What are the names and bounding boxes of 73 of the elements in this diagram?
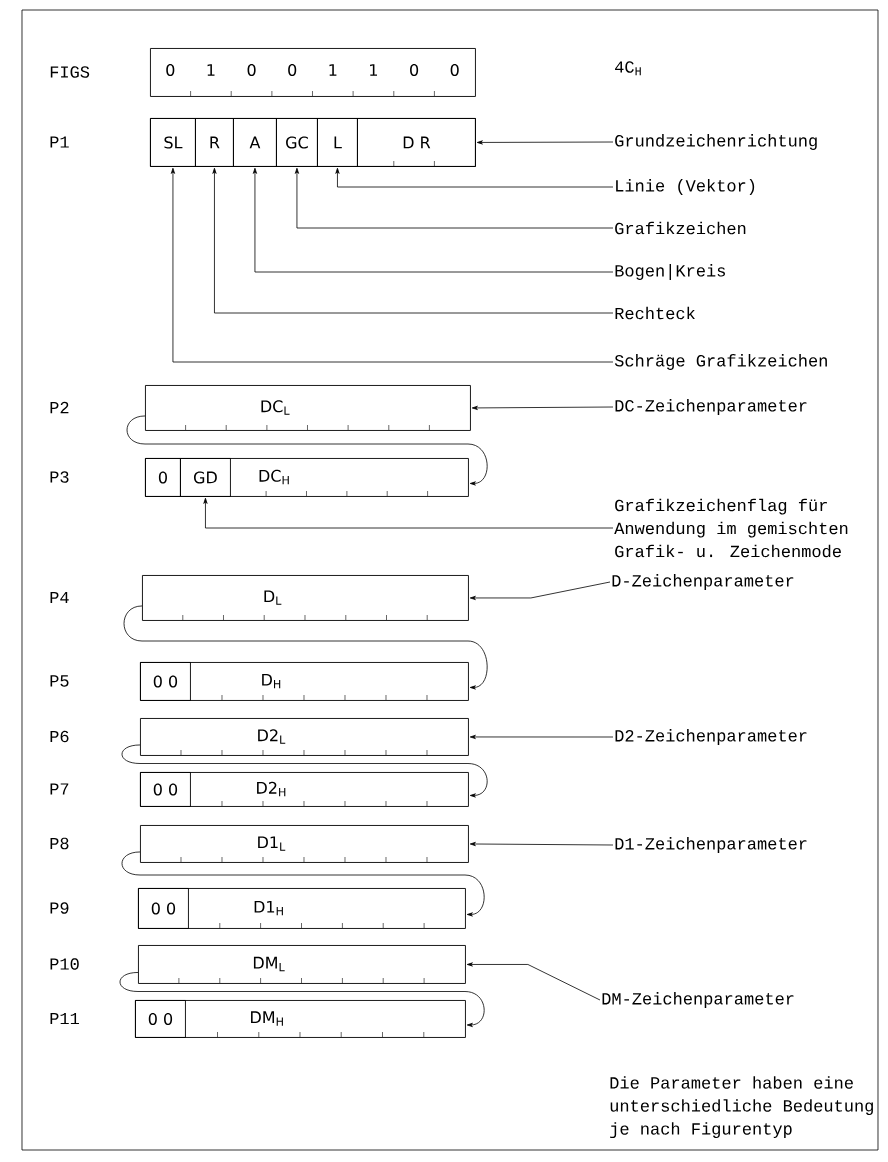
hex-value: 4C$_{H}$ bbox=[615, 61, 641, 76]
note-text: Die Parameter haben eine unterschiedliche Bedeutung je nach Figurentyp bbox=[610, 1076, 873, 1139]
field-label: D$_{H}$ bbox=[262, 673, 281, 689]
description-text: DM-Zeichenparameter bbox=[602, 992, 794, 1008]
description-text: Grafikzeichenflag für Anwendung im gemischten Grafik- u. Zeichenmode bbox=[614, 498, 848, 558]
field-label: D1$_{H}$ bbox=[254, 900, 283, 916]
description-text: Bogen|Kreis bbox=[615, 264, 725, 280]
field-cell: 0 0 bbox=[138, 888, 189, 929]
field-cell: GC bbox=[276, 118, 318, 167]
row-label: P9 bbox=[50, 902, 69, 914]
field-label: D2$_{H}$ bbox=[257, 781, 286, 797]
description-text: D1-Zeichenparameter bbox=[615, 837, 807, 853]
leader-arrow bbox=[471, 405, 614, 410]
field-label: D$_{L}$ bbox=[264, 590, 282, 605]
leader-arrow bbox=[335, 167, 614, 188]
field-cell: 0 bbox=[145, 458, 181, 497]
leader-arrow bbox=[476, 140, 614, 145]
bit-value: 1 bbox=[370, 64, 377, 76]
leader-arrow bbox=[469, 841, 614, 847]
field-cell: A bbox=[233, 118, 277, 167]
description-text: D2-Zeichenparameter bbox=[615, 729, 807, 745]
row-label: P2 bbox=[50, 401, 69, 414]
description-text: D-Zeichenparameter bbox=[612, 574, 794, 590]
field-label: DC$_{H}$ bbox=[259, 469, 289, 485]
bit-value: 0 bbox=[450, 63, 459, 77]
description-text: Grundzeichenrichtung bbox=[615, 134, 817, 150]
row-label: P11 bbox=[50, 1012, 79, 1025]
leader-arrow bbox=[212, 167, 614, 314]
field-label: DM$_{L}$ bbox=[253, 956, 285, 972]
leader-arrow bbox=[170, 167, 614, 363]
field-label: DM$_{H}$ bbox=[251, 1011, 283, 1026]
row-label: P3 bbox=[50, 471, 69, 483]
bit-value: 0 bbox=[288, 63, 297, 77]
continuation-arrow bbox=[126, 415, 488, 486]
leader-arrow bbox=[469, 581, 611, 600]
leader-arrow bbox=[466, 962, 601, 1001]
description-text: DC-Zeichenparameter bbox=[615, 399, 807, 415]
field-cell: R bbox=[195, 118, 234, 167]
row-label: P5 bbox=[50, 675, 69, 687]
continuation-arrow bbox=[121, 744, 488, 798]
bit-value: 0 bbox=[247, 63, 256, 77]
field-label: DC$_{L}$ bbox=[261, 400, 290, 415]
field-label: D2$_{L}$ bbox=[258, 729, 286, 744]
description-text: Rechteck bbox=[615, 306, 695, 320]
description-text: Linie (Vektor) bbox=[616, 179, 755, 195]
continuation-arrow bbox=[119, 972, 485, 1027]
leader-arrow bbox=[294, 167, 614, 229]
bit-value: 0 bbox=[166, 63, 175, 77]
bit-value: 1 bbox=[207, 64, 215, 76]
leader-arrow bbox=[252, 167, 614, 273]
field-cell: L bbox=[317, 118, 358, 167]
bit-value: 0 bbox=[410, 63, 419, 77]
row-label: P7 bbox=[50, 783, 69, 795]
field-cell: 0 0 bbox=[140, 772, 191, 807]
row-label: P4 bbox=[50, 591, 69, 604]
row-label: P1 bbox=[50, 136, 69, 148]
leader-arrow bbox=[203, 497, 614, 529]
field-cell: 0 0 bbox=[135, 1000, 186, 1038]
field-cell: D R bbox=[357, 118, 476, 167]
field-cell: GD bbox=[180, 458, 231, 497]
row-label: FIGS bbox=[50, 66, 90, 78]
field-label: D1$_{L}$ bbox=[258, 836, 286, 851]
row-label: P8 bbox=[50, 837, 69, 850]
continuation-arrow bbox=[121, 851, 485, 917]
continuation-arrow bbox=[123, 605, 488, 690]
bit-value: 1 bbox=[329, 64, 337, 76]
row-label: P10 bbox=[50, 958, 79, 970]
description-text: Schräge Grafikzeichen bbox=[614, 354, 827, 370]
leader-arrow bbox=[469, 734, 614, 739]
description-text: Grafikzeichen bbox=[615, 221, 746, 235]
field-cell: 0 0 bbox=[140, 662, 191, 701]
field-cell: SL bbox=[150, 118, 196, 167]
row-label: P6 bbox=[50, 730, 69, 743]
